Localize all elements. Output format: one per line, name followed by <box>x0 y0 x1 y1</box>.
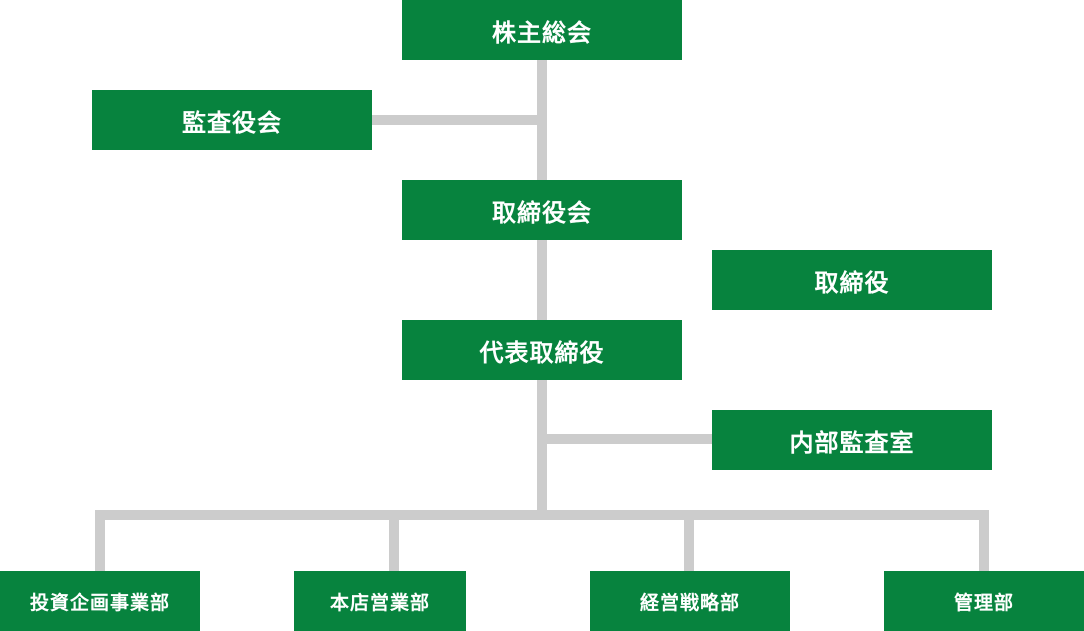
audit-board-connector <box>370 115 542 125</box>
internal-audit-office-box: 内部監査室 <box>712 410 992 470</box>
dept-3-connector <box>684 510 694 574</box>
dept-2-connector <box>389 510 399 574</box>
department-box-head-office-sales: 本店営業部 <box>294 571 466 631</box>
department-box-management-strategy: 経営戦略部 <box>590 571 790 631</box>
dept-4-connector <box>979 510 989 574</box>
department-box-administration: 管理部 <box>884 571 1084 631</box>
main-trunk-connector <box>537 58 547 520</box>
dept-1-connector <box>95 510 105 574</box>
representative-director-box: 代表取締役 <box>402 320 682 380</box>
director-box: 取締役 <box>712 250 992 310</box>
audit-board-box: 監査役会 <box>92 90 372 150</box>
board-of-directors-box: 取締役会 <box>402 180 682 240</box>
shareholders-meeting-box: 株主総会 <box>402 0 682 60</box>
internal-audit-connector <box>542 434 714 444</box>
department-box-investment-planning: 投資企画事業部 <box>0 571 200 631</box>
departments-bus-connector <box>95 510 989 520</box>
